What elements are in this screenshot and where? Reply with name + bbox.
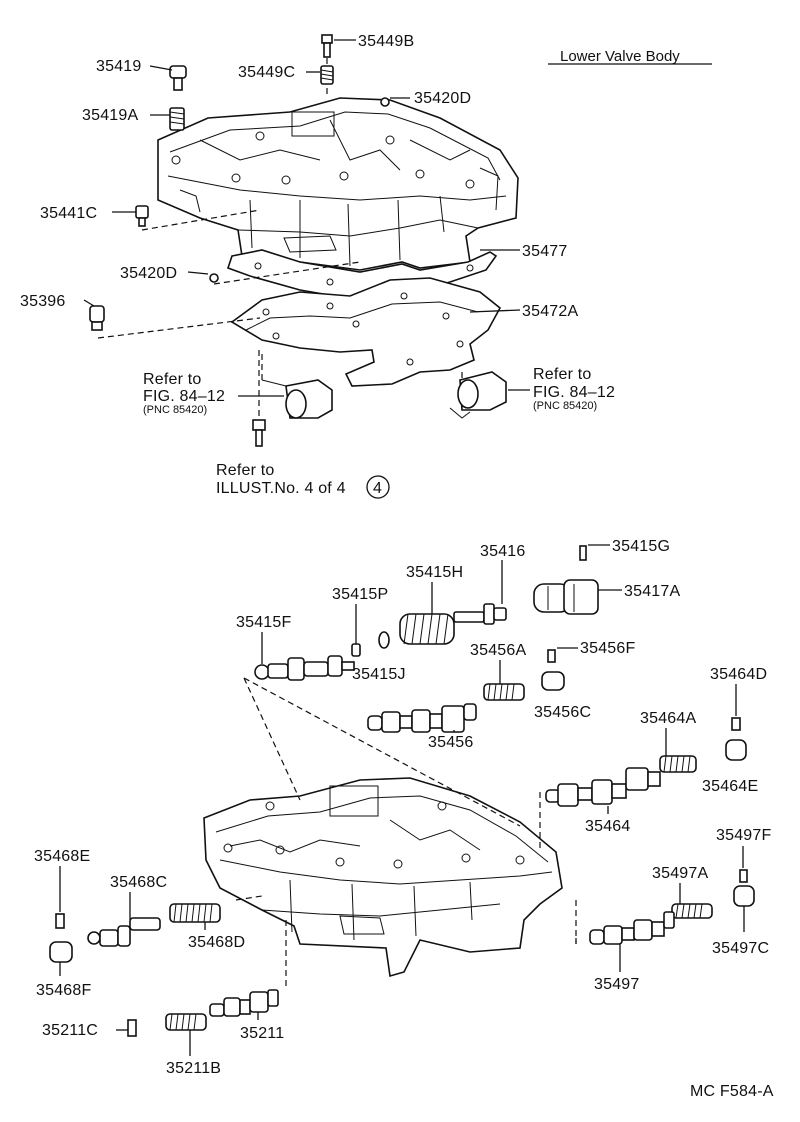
- label-35497F: 35497F: [716, 827, 771, 844]
- label-35211: 35211: [240, 1025, 284, 1042]
- spring-icon: [165, 1013, 207, 1031]
- label-35211C: 35211C: [42, 1022, 98, 1039]
- spring-icon: [399, 613, 455, 645]
- label-35497A: 35497A: [652, 865, 708, 882]
- label-35468C: 35468C: [110, 874, 167, 891]
- label-35416: 35416: [480, 543, 526, 560]
- label-35396: 35396: [20, 293, 66, 310]
- ref-illust-line1: Refer to: [216, 462, 275, 479]
- label-35456: 35456: [428, 734, 474, 751]
- label-35420D-mid: 35420D: [120, 265, 177, 282]
- label-35456F: 35456F: [580, 640, 635, 657]
- label-35415G: 35415G: [612, 538, 670, 555]
- label-35420D-top: 35420D: [414, 90, 471, 107]
- retainer-pin-icon: [731, 717, 741, 731]
- ref-left-pnc: (PNC 85420): [143, 404, 207, 416]
- valve-body-plate: [230, 277, 502, 387]
- label-35468F: 35468F: [36, 982, 91, 999]
- sleeve-icon: [533, 579, 599, 615]
- label-35468E: 35468E: [34, 848, 90, 865]
- label-35415P: 35415P: [332, 586, 388, 603]
- label-35477: 35477: [522, 243, 568, 260]
- spring-icon: [169, 107, 185, 131]
- solenoid-icon: [449, 371, 507, 419]
- label-35456A: 35456A: [470, 642, 526, 659]
- ref-left-line1: Refer to: [143, 371, 202, 388]
- valve-spool-icon: [453, 603, 507, 625]
- spring-icon: [659, 755, 697, 773]
- diagram-title: Lower Valve Body: [560, 48, 680, 65]
- spring-icon: [671, 903, 713, 919]
- label-35464D: 35464D: [710, 666, 767, 683]
- plug-icon: [541, 671, 565, 691]
- valve-spool-icon: [254, 655, 355, 681]
- label-35497C: 35497C: [712, 940, 769, 957]
- label-35472A: 35472A: [522, 303, 578, 320]
- plug-icon: [89, 305, 105, 331]
- label-35456C: 35456C: [534, 704, 591, 721]
- label-35464: 35464: [585, 818, 631, 835]
- valve-spool-icon: [87, 917, 161, 947]
- label-35211B: 35211B: [166, 1060, 221, 1077]
- ref-right-line2: FIG. 84–12: [533, 384, 615, 401]
- label-35464E: 35464E: [702, 778, 758, 795]
- label-35497: 35497: [594, 976, 640, 993]
- label-35449B: 35449B: [358, 33, 414, 50]
- ref-right-line1: Refer to: [533, 366, 592, 383]
- label-35449C: 35449C: [238, 64, 295, 81]
- retainer-pin-icon: [547, 649, 556, 663]
- spring-icon: [320, 65, 334, 85]
- valve-spool-icon: [589, 911, 675, 945]
- circled-number: [366, 475, 390, 499]
- plug-icon: [49, 941, 73, 963]
- figure-code: MC F584-A: [690, 1083, 774, 1100]
- retainer-pin-icon: [739, 869, 748, 883]
- retainer-pin-icon: [351, 643, 361, 657]
- ref-right-pnc: (PNC 85420): [533, 400, 597, 412]
- spring-icon: [483, 683, 525, 701]
- solenoid-icon: [261, 379, 333, 419]
- plug-icon: [725, 739, 747, 761]
- label-35415H: 35415H: [406, 564, 463, 581]
- retainer-pin-icon: [579, 545, 587, 561]
- valve-spool-icon: [367, 703, 477, 733]
- plug-icon: [733, 885, 755, 907]
- label-35419A: 35419A: [82, 107, 138, 124]
- valve-spool-icon: [209, 989, 279, 1017]
- upper-valve-body: [157, 97, 519, 271]
- bolt-icon: [252, 419, 266, 447]
- label-35415J: 35415J: [352, 666, 406, 683]
- valve-spool-icon: [545, 767, 661, 807]
- check-ball-icon: [209, 273, 219, 283]
- plug-icon: [135, 205, 149, 227]
- check-ball-icon: [380, 97, 390, 107]
- label-35441C: 35441C: [40, 205, 97, 222]
- lower-valve-body: [203, 777, 563, 978]
- label-35417A: 35417A: [624, 583, 680, 600]
- ref-illust-line2: ILLUST.No. 4 of 4: [216, 480, 346, 497]
- ref-left-line2: FIG. 84–12: [143, 388, 225, 405]
- plug-icon: [169, 65, 187, 91]
- label-35415F: 35415F: [236, 614, 291, 631]
- spring-icon: [169, 903, 221, 923]
- retainer-pin-icon: [55, 913, 65, 929]
- ref-illust-circled: 4: [373, 480, 382, 497]
- label-35464A: 35464A: [640, 710, 696, 727]
- retainer-pin-icon: [127, 1019, 137, 1037]
- washer-icon: [378, 631, 390, 649]
- bolt-icon: [321, 34, 333, 58]
- label-35468D: 35468D: [188, 934, 245, 951]
- label-35419: 35419: [96, 58, 142, 75]
